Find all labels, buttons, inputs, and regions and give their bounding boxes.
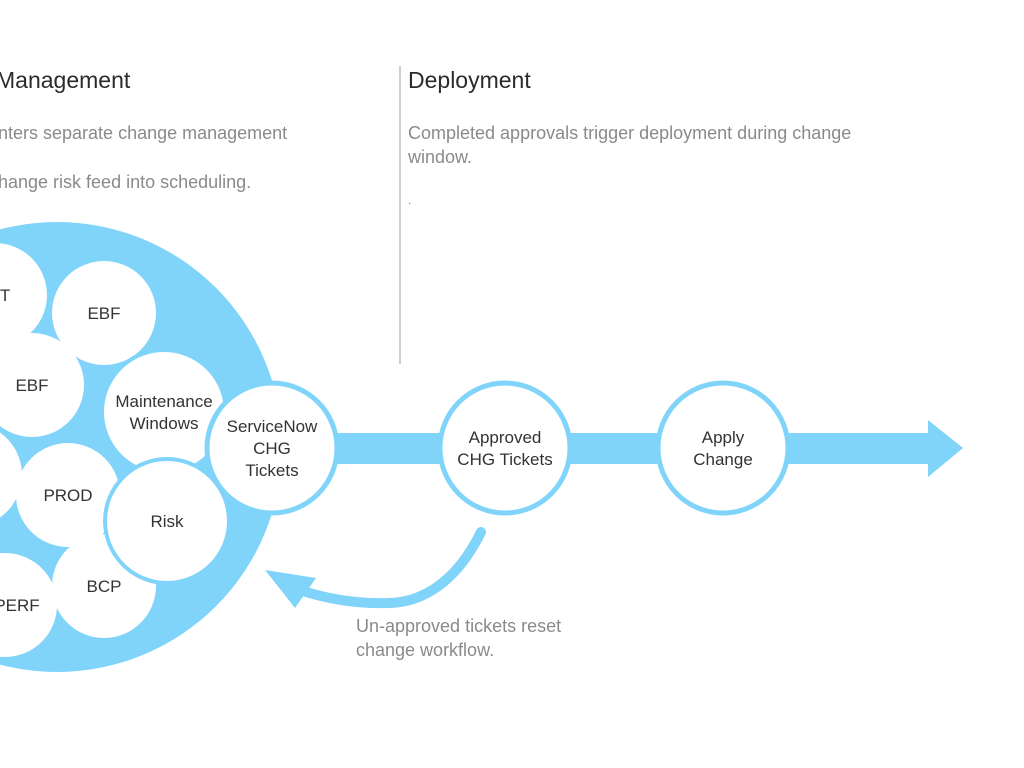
cluster-node-risk: Risk	[103, 457, 231, 585]
reset-return-arrow-curve	[295, 527, 486, 609]
cluster-node-ebf-left: EBF	[0, 333, 84, 437]
deployment-text-line-1: Completed approvals trigger deployment d…	[408, 123, 852, 167]
apply-change-label-2: Change	[693, 450, 753, 469]
deployment-heading: Deployment	[408, 67, 531, 93]
approved-label-2: CHG Tickets	[457, 450, 552, 469]
servicenow-label-2: CHG	[253, 439, 291, 458]
cluster-node-maintenance-label-2: Windows	[130, 414, 199, 433]
deployment-text-line-2: .	[408, 193, 412, 207]
cluster-node-bcp-label: BCP	[87, 577, 122, 596]
cluster-node-prod: PROD	[16, 443, 120, 547]
management-heading: Management	[0, 67, 131, 93]
cluster-node-t: T	[0, 243, 47, 347]
cluster-node-t-label: T	[0, 286, 10, 305]
apply-change-node: Apply Change	[655, 380, 791, 516]
approved-label-1: Approved	[469, 428, 542, 447]
management-text-line-2: hange risk feed into scheduling.	[0, 172, 252, 192]
cluster-node-ebf-top-label: EBF	[87, 304, 120, 323]
approved-chg-tickets-node: Approved CHG Tickets	[437, 380, 573, 516]
cluster-node-ebf-left-label: EBF	[15, 376, 48, 395]
reset-return-arrow	[265, 527, 486, 609]
reset-caption: Un-approved tickets reset change workflo…	[356, 616, 562, 660]
cluster-node-maintenance: Maintenance Windows	[100, 348, 228, 476]
cluster-node-maintenance-label-1: Maintenance	[115, 392, 212, 411]
servicenow-label-3: Tickets	[245, 461, 298, 480]
flow-arrow-head	[928, 420, 963, 477]
flow-arrow	[290, 420, 963, 477]
servicenow-chg-tickets-node: ServiceNow CHG Tickets	[204, 380, 340, 516]
management-text-line-1: nters separate change management	[0, 123, 288, 143]
cluster-node-ebf-top: EBF	[52, 261, 156, 365]
section-divider	[399, 66, 401, 364]
reset-return-arrow-head	[265, 570, 316, 608]
cluster-node-prod-label: PROD	[43, 486, 92, 505]
apply-change-label-1: Apply	[702, 428, 745, 447]
servicenow-label-1: ServiceNow	[227, 417, 318, 436]
flow-arrow-shaft	[290, 433, 935, 464]
cluster-node-risk-label: Risk	[150, 512, 184, 531]
